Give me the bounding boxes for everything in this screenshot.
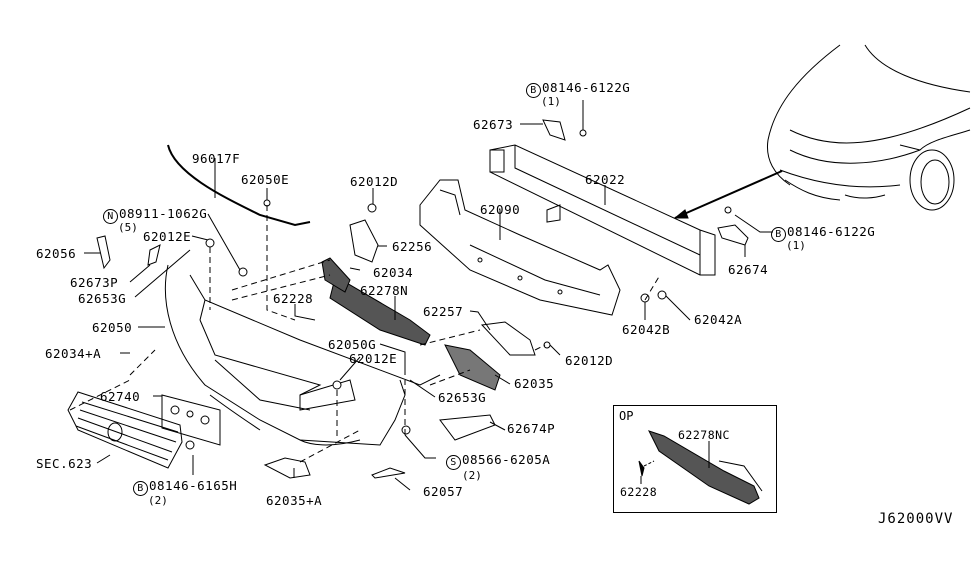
- label-62042B[interactable]: 62042B: [622, 322, 671, 337]
- bolt-part-number: 08911-1062G: [119, 206, 208, 221]
- label-62050G[interactable]: 62050G: [328, 337, 377, 352]
- bracket-62673P-drawing: [147, 244, 161, 266]
- label-62035-plus-A[interactable]: 62035+A: [266, 493, 323, 508]
- label-SEC-623[interactable]: SEC.623: [36, 456, 93, 471]
- bracket-62673-drawing: [542, 119, 566, 141]
- bolt-quantity: (1): [786, 239, 806, 252]
- arrow-pointer: [674, 170, 783, 219]
- fog-cover-62035A-drawing: [263, 457, 311, 479]
- bolt-part-number: 08146-6122G: [542, 80, 631, 95]
- optional-parts-inset: OP 62278NC 62228: [613, 405, 777, 513]
- dashed-guide-lines: [69, 205, 661, 463]
- label-62257[interactable]: 62257: [423, 304, 464, 319]
- license-bracket-drawing: [161, 394, 221, 446]
- label-62653G-right[interactable]: 62653G: [438, 390, 487, 405]
- label-62090[interactable]: 62090: [480, 202, 521, 217]
- label-62050E[interactable]: 62050E: [241, 172, 290, 187]
- bolt-type-b-icon: B: [771, 227, 786, 242]
- label-62673P[interactable]: 62673P: [70, 275, 119, 290]
- label-62012E-left[interactable]: 62012E: [143, 229, 192, 244]
- label-62674P[interactable]: 62674P: [507, 421, 556, 436]
- bolt-quantity: (5): [118, 221, 138, 234]
- reinforcement-beam-drawing: [489, 144, 716, 276]
- grille-drawing: [67, 391, 183, 469]
- label-62012D-right[interactable]: 62012D: [565, 353, 614, 368]
- screw-part-number: 08566-6205A: [462, 452, 551, 467]
- bracket-62674-drawing: [717, 224, 749, 246]
- screw-type-s-icon: S: [446, 455, 461, 470]
- screw-quantity: (2): [462, 469, 482, 482]
- bolt-type-n-icon: N: [103, 209, 118, 224]
- label-96017F[interactable]: 96017F: [192, 151, 241, 166]
- label-62673[interactable]: 62673: [473, 117, 514, 132]
- bolt-quantity: (1): [541, 95, 561, 108]
- bolt-part-number: 08146-6165H: [149, 478, 238, 493]
- bracket-62056-drawing: [96, 235, 111, 270]
- label-62057[interactable]: 62057: [423, 484, 464, 499]
- label-62034-plus-A[interactable]: 62034+A: [45, 346, 102, 361]
- label-62740[interactable]: 62740: [100, 389, 141, 404]
- energy-absorber-drawing: [419, 179, 621, 316]
- label-62056[interactable]: 62056: [36, 246, 77, 261]
- label-62012D-top[interactable]: 62012D: [350, 174, 399, 189]
- label-62653G-left[interactable]: 62653G: [78, 291, 127, 306]
- fog-cover-62035-drawing: [444, 344, 501, 391]
- label-62228-inset[interactable]: 62228: [620, 485, 658, 499]
- label-62050[interactable]: 62050: [92, 320, 133, 335]
- label-62674[interactable]: 62674: [728, 262, 769, 277]
- label-62278N[interactable]: 62278N: [360, 283, 409, 298]
- label-62034[interactable]: 62034: [373, 265, 414, 280]
- bracket-62674P-drawing: [439, 414, 496, 441]
- label-62278NC[interactable]: 62278NC: [678, 428, 730, 442]
- label-62022[interactable]: 62022: [585, 172, 626, 187]
- label-62042A[interactable]: 62042A: [694, 312, 743, 327]
- diagram-code: J62000VV: [878, 511, 954, 527]
- cover-62057-drawing: [371, 467, 406, 479]
- mesh-grille-drawing: [329, 277, 431, 346]
- inset-title: OP: [619, 409, 634, 423]
- inset-artwork: [638, 430, 763, 505]
- bracket-62256-drawing: [349, 219, 379, 263]
- leader-lines: [84, 100, 773, 491]
- label-62256[interactable]: 62256: [392, 239, 433, 254]
- bracket-62257-drawing: [480, 321, 536, 356]
- bolt-quantity: (2): [148, 494, 168, 507]
- bolt-type-b-icon: B: [133, 481, 148, 496]
- label-62035[interactable]: 62035: [514, 376, 555, 391]
- car-outline-drawing: [766, 44, 971, 211]
- label-62228[interactable]: 62228: [273, 291, 314, 306]
- bumper-fascia-drawing: [164, 264, 441, 446]
- bolt-part-number: 08146-6122G: [787, 224, 876, 239]
- label-62012E-mid[interactable]: 62012E: [349, 351, 398, 366]
- bolt-type-b-icon: B: [526, 83, 541, 98]
- bracket-62034-drawing: [321, 257, 351, 293]
